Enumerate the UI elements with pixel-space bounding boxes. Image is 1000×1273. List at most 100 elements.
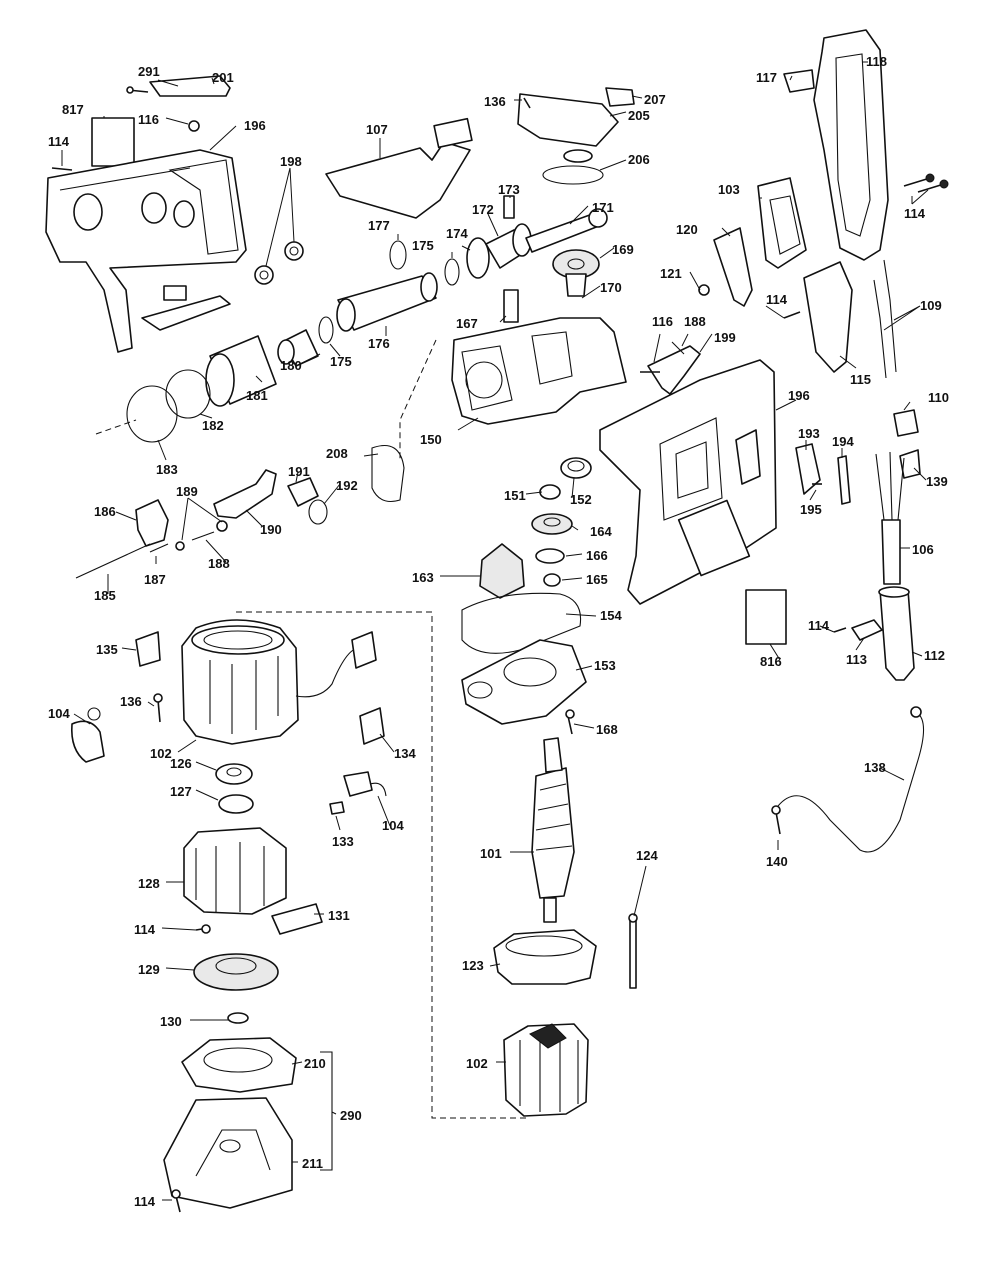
- callout-121: 121: [660, 266, 682, 281]
- brush-holder-104a: [70, 720, 105, 763]
- callout-182: 182: [202, 418, 224, 433]
- callout-114: 114: [808, 618, 830, 633]
- callout-167: 167: [456, 316, 478, 331]
- leader-lines: [61, 61, 929, 1201]
- callout-104: 104: [382, 818, 404, 833]
- gearbox-housing-150: [371, 317, 701, 503]
- callout-112: 112: [924, 648, 945, 663]
- spring-ring-182: [165, 369, 211, 419]
- seal-198b: [254, 265, 274, 285]
- callout-164: 164: [590, 524, 612, 539]
- fan-ring-123: [493, 929, 597, 985]
- callout-107: 107: [366, 122, 388, 137]
- bearing-127: [218, 794, 254, 814]
- callout-153: 153: [594, 658, 616, 673]
- callout-152: 152: [570, 492, 592, 507]
- clip-201: [149, 75, 231, 97]
- lever-199: [647, 345, 701, 395]
- cover-205: [517, 93, 619, 147]
- callout-129: 129: [138, 962, 160, 977]
- wire-109a: [883, 259, 897, 373]
- callout-187: 187: [144, 572, 166, 587]
- screw-136: [523, 97, 531, 109]
- screw-167: [503, 289, 519, 323]
- callout-109: 109: [920, 298, 942, 313]
- callout-103: 103: [718, 182, 740, 197]
- screw-116: [188, 120, 200, 132]
- callout-134: 134: [394, 746, 416, 761]
- callout-290: 290: [340, 1108, 362, 1123]
- callout-174: 174: [446, 226, 468, 241]
- callout-177: 177: [368, 218, 390, 233]
- ring-177: [389, 240, 407, 270]
- callout-110: 110: [928, 390, 949, 405]
- callout-136: 136: [484, 94, 506, 109]
- ball-189: [175, 541, 185, 551]
- callout-170: 170: [600, 280, 622, 295]
- switch-module-107: [325, 141, 471, 219]
- callout-191: 191: [288, 464, 310, 479]
- callout-138: 138: [864, 760, 886, 775]
- bracket-290: [320, 1051, 333, 1171]
- screw-140: [775, 811, 781, 835]
- bracket-135: [135, 631, 161, 667]
- callout-186: 186: [94, 504, 116, 519]
- callout-196: 196: [788, 388, 810, 403]
- callout-120: 120: [676, 222, 698, 237]
- clamp-113: [851, 619, 883, 641]
- callout-207: 207: [644, 92, 666, 107]
- gear-cover-153: [461, 639, 587, 725]
- plate-131: [271, 903, 323, 935]
- callout-172: 172: [472, 202, 494, 217]
- callout-291: 291: [138, 64, 160, 79]
- callout-124: 124: [636, 848, 658, 863]
- bearing-166: [535, 548, 565, 564]
- callout-198: 198: [280, 154, 302, 169]
- bearing-152: [560, 457, 592, 479]
- stator-102: [503, 1023, 589, 1117]
- brush-holder-134: [359, 707, 385, 745]
- callout-106: 106: [912, 542, 934, 557]
- callout-195: 195: [800, 502, 822, 517]
- tool-holder-parts: [95, 87, 635, 443]
- callout-183: 183: [156, 462, 178, 477]
- callout-175: 175: [330, 354, 352, 369]
- end-cap-211: [163, 1097, 293, 1209]
- callout-123: 123: [462, 958, 484, 973]
- callout-189: 189: [176, 484, 198, 499]
- ring-175a: [444, 258, 460, 286]
- cap-207: [605, 87, 635, 107]
- callout-166: 166: [586, 548, 608, 563]
- callout-210: 210: [304, 1056, 326, 1071]
- rear-handle-118: [783, 29, 949, 261]
- callout-118: 118: [866, 54, 887, 69]
- callout-816: 816: [760, 654, 782, 669]
- callout-101: 101: [480, 846, 502, 861]
- spring-187: [149, 543, 169, 553]
- callout-116: 116: [652, 314, 673, 329]
- rod-185: [75, 543, 151, 579]
- callout-193: 193: [798, 426, 820, 441]
- screw-121: [698, 284, 710, 296]
- callout-165: 165: [586, 572, 608, 587]
- callout-114: 114: [134, 922, 156, 937]
- callout-169: 169: [612, 242, 634, 257]
- callout-175: 175: [412, 238, 434, 253]
- spring-194: [837, 455, 851, 505]
- callout-208: 208: [326, 446, 348, 461]
- callout-102: 102: [150, 746, 172, 761]
- cable-106: [881, 519, 901, 585]
- screw-114: [51, 167, 73, 171]
- switch-103: [757, 177, 807, 269]
- callout-102: 102: [466, 1056, 488, 1071]
- gasket-154: [461, 592, 582, 654]
- part-labels: 291 201 817 114 116 196 198 107 136 207 …: [48, 54, 949, 1209]
- callout-131: 131: [328, 908, 350, 923]
- bearing-151: [539, 484, 561, 500]
- knob-191: [287, 477, 319, 507]
- gear-163: [479, 543, 525, 599]
- callout-199: 199: [714, 330, 736, 345]
- pin-173: [503, 195, 515, 219]
- wire-109b: [873, 279, 887, 379]
- gear-164: [531, 513, 573, 535]
